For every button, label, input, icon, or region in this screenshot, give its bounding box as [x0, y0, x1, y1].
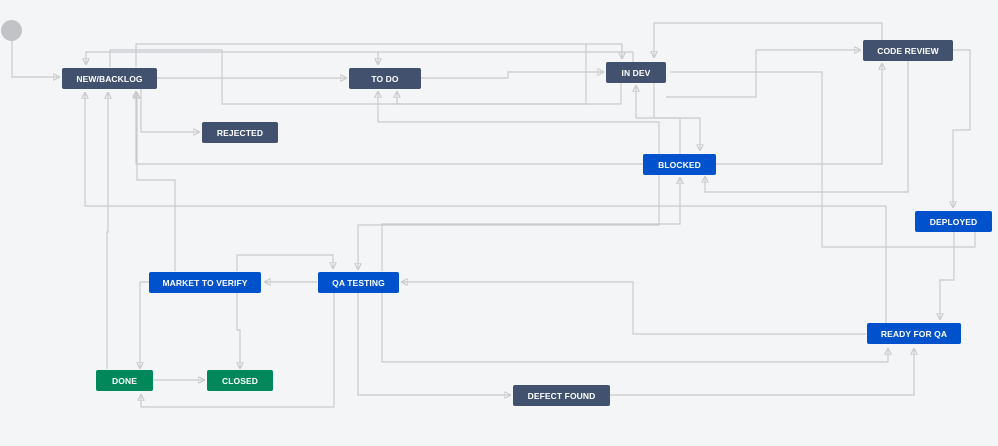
edge-qa-testing-to-done — [141, 293, 335, 408]
edge-new-backlog-to-rejected — [140, 89, 199, 132]
status-blocked[interactable]: BLOCKED — [643, 154, 716, 175]
status-defect-found[interactable]: DEFECT FOUND — [513, 385, 610, 406]
edge-in-dev-to-blocked — [653, 82, 700, 150]
status-done[interactable]: DONE — [96, 370, 153, 391]
edge-code-review-to-deployed — [953, 49, 971, 207]
edge-qa-testing-to-defect-found — [357, 293, 510, 395]
edge-in-dev-to-todo — [397, 82, 622, 105]
status-rejected[interactable]: REJECTED — [202, 122, 278, 143]
edge-in-dev-to-new-backlog — [86, 51, 634, 64]
edge-blocked-to-todo — [378, 92, 660, 154]
start-node[interactable] — [1, 20, 22, 41]
status-qa-testing[interactable]: QA TESTING — [318, 272, 399, 293]
edge-new-backlog-to-in-dev — [135, 43, 622, 67]
status-new-backlog[interactable]: NEW/BACKLOG — [62, 68, 157, 89]
edge-market-to-verify-to-new-backlog — [137, 93, 176, 271]
status-deployed[interactable]: DEPLOYED — [915, 211, 992, 232]
edge-ready-for-qa-to-new-backlog — [85, 93, 887, 323]
edge-qa-testing-to-blocked — [381, 178, 680, 271]
edge-start-to-new-backlog — [11, 41, 59, 77]
edge-done-to-new-backlog — [107, 93, 108, 369]
edge-deployed-to-ready-for-qa — [940, 232, 955, 319]
status-code-review[interactable]: CODE REVIEW — [863, 40, 953, 61]
edge-defect-found-to-ready-for-qa — [610, 349, 914, 396]
edge-blocked-to-qa-testing — [358, 175, 660, 269]
edge-todo-to-in-dev — [392, 72, 603, 79]
edge-in-dev-to-code-review — [666, 50, 860, 98]
edge-market-to-verify-to-closed — [236, 293, 240, 368]
status-in-dev[interactable]: IN DEV — [606, 62, 666, 83]
edge-ready-for-qa-to-qa-testing — [402, 282, 866, 335]
edge-blocked-to-code-review — [716, 64, 882, 165]
status-ready-for-qa[interactable]: READY FOR QA — [867, 323, 961, 344]
status-to-do[interactable]: TO DO — [349, 68, 421, 89]
edge-new-backlog-to-todo-low — [109, 44, 587, 105]
edge-code-review-to-in-dev — [654, 22, 883, 57]
edge-market-to-verify-to-done — [140, 281, 149, 368]
edge-blocked-to-in-dev — [636, 86, 681, 154]
edge-blocked-to-new-backlog — [136, 92, 643, 165]
edge-code-review-to-in-dev-2 — [705, 60, 909, 193]
status-market-to-verify[interactable]: MARKET TO VERIFY — [149, 272, 261, 293]
status-closed[interactable]: CLOSED — [207, 370, 273, 391]
edge-market-to-verify-to-qa-testing — [236, 254, 333, 271]
edge-qa-testing-to-ready-for-qa — [381, 293, 888, 363]
edge-in-dev-to-deployed-route — [670, 71, 976, 248]
